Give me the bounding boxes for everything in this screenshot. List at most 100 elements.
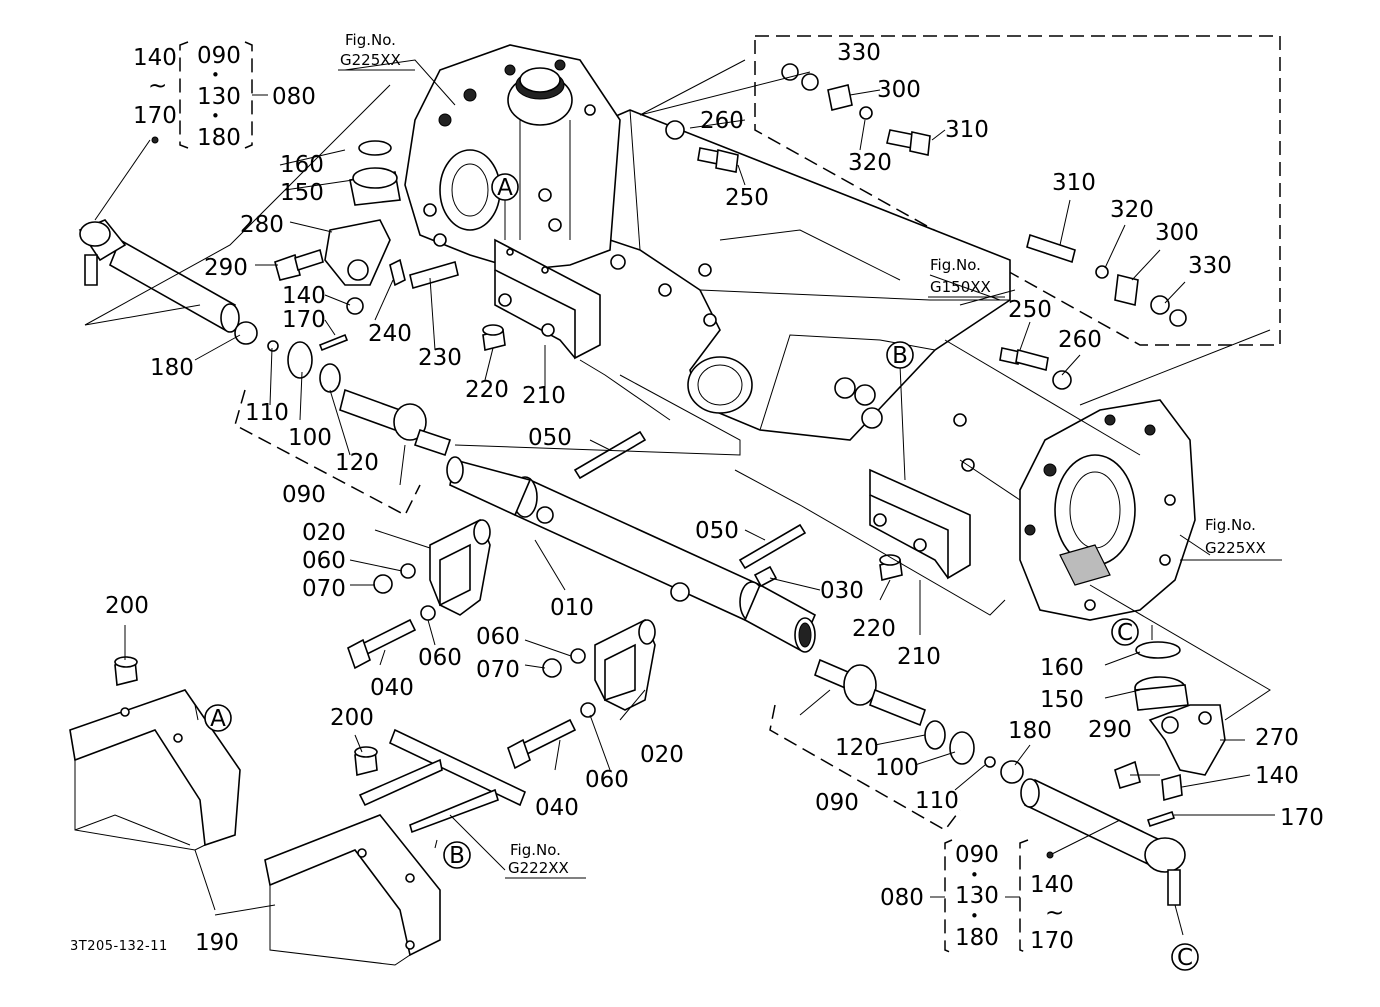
leader-lines [94, 59, 1275, 936]
callout-100: 100 [875, 755, 919, 781]
fig-caption: Fig.No. [510, 841, 561, 859]
callout-230: 230 [418, 345, 462, 371]
callout-290: 290 [204, 255, 248, 281]
callout-060: 060 [476, 624, 520, 650]
callout-140: 140 [282, 283, 326, 309]
fig-caption: Fig.No. [930, 256, 981, 274]
callout-060: 060 [585, 767, 629, 793]
final-drive-case-right [1019, 399, 1196, 621]
fig-ref-top-left: Fig.No. G225XX [338, 31, 415, 71]
range-dot: • [970, 907, 979, 925]
callout-190: 190 [195, 930, 239, 956]
marker-c-label: C [1177, 945, 1193, 971]
bracket-left-range [179, 41, 253, 149]
callout-130: 130 [197, 84, 241, 110]
tie-rod-right [814, 658, 1186, 906]
callout-100: 100 [288, 425, 332, 451]
fig-number: G225XX [1205, 539, 1266, 557]
knuckle-arm-right [1114, 641, 1226, 828]
callout-270: 270 [1255, 725, 1299, 751]
fig-number: G222XX [508, 859, 569, 877]
callout-170: 170 [133, 103, 177, 129]
range-annotation-bottom-right: 090 • 130 • 180 080 140 ~ 170 [880, 842, 1074, 954]
marker-b-label: B [892, 343, 908, 369]
callout-180: 180 [150, 355, 194, 381]
callout-070: 070 [476, 657, 520, 683]
parts-group-upper-right [665, 63, 1187, 390]
callout-220: 220 [852, 616, 896, 642]
plug-220-right [879, 554, 903, 581]
callout-020: 020 [640, 742, 684, 768]
callout-170: 170 [1280, 805, 1324, 831]
marker-c-bottom: C [1171, 943, 1199, 971]
callout-160: 160 [280, 152, 324, 178]
plug-220-left [482, 324, 506, 351]
callout-050: 050 [528, 425, 572, 451]
marker-c-top: C [1111, 618, 1139, 646]
marker-b-bottom: B [443, 841, 471, 869]
callout-110: 110 [245, 400, 289, 426]
callout-040: 040 [535, 795, 579, 821]
clevis-020-upper [429, 518, 491, 616]
dashed-group-top-right [754, 35, 1281, 346]
callout-310: 310 [945, 117, 989, 143]
clevis-020-lower [594, 618, 656, 711]
callout-300: 300 [1155, 220, 1199, 246]
callout-070: 070 [302, 576, 346, 602]
range-dot: • [211, 66, 220, 84]
callout-210: 210 [522, 383, 566, 409]
callout-140: 140 [1030, 872, 1074, 898]
callout-180: 180 [197, 125, 241, 151]
stud-050-upper [573, 430, 647, 480]
callout-160: 160 [1040, 655, 1084, 681]
assembly-lines [84, 84, 1271, 721]
callout-260: 260 [1058, 327, 1102, 353]
fig-ref-bottom: Fig.No. G222XX [505, 841, 586, 879]
range-dot: • [970, 866, 979, 884]
steering-cylinder-tube [446, 456, 817, 653]
dashed-group-left-090 [234, 389, 421, 517]
marker-c-label: C [1117, 620, 1133, 646]
callout-170: 170 [282, 307, 326, 333]
callout-330: 330 [1188, 253, 1232, 279]
callout-250: 250 [725, 185, 769, 211]
callout-060: 060 [302, 548, 346, 574]
callout-150: 150 [280, 180, 324, 206]
marker-a-top: A [491, 173, 519, 201]
callout-310: 310 [1052, 170, 1096, 196]
callout-130: 130 [955, 883, 999, 909]
callout-170: 170 [1030, 928, 1074, 954]
range-dot: • [211, 107, 220, 125]
callout-320: 320 [848, 150, 892, 176]
callout-040: 040 [370, 675, 414, 701]
knuckle-arm-left [274, 140, 459, 352]
cover-190-a [69, 689, 241, 851]
pin-030 [753, 565, 778, 588]
fig-number: G150XX [930, 278, 991, 296]
dashed-group-right-090 [769, 704, 961, 831]
callout-030: 030 [820, 578, 864, 604]
bracket-right-range [944, 839, 1029, 954]
callout-140: 140 [1255, 763, 1299, 789]
marker-a-bottom: A [204, 704, 232, 732]
drawing-code: 3T205-132-11 [70, 939, 168, 954]
bracket-210-left [494, 238, 601, 360]
callout-060: 060 [418, 645, 462, 671]
marker-a-label: A [210, 706, 226, 732]
callout-140: 140 [133, 45, 177, 71]
tie-rod-left [78, 219, 452, 457]
callout-150: 150 [1040, 687, 1084, 713]
callout-180: 180 [1008, 718, 1052, 744]
callout-080: 080 [272, 84, 316, 110]
callout-260: 260 [700, 108, 744, 134]
callout-090: 090 [955, 842, 999, 868]
callout-010: 010 [550, 595, 594, 621]
callout-200: 200 [330, 705, 374, 731]
callout-090: 090 [197, 43, 241, 69]
callout-330: 330 [837, 40, 881, 66]
callout-300: 300 [877, 77, 921, 103]
callout-250: 250 [1008, 297, 1052, 323]
callout-110: 110 [915, 788, 959, 814]
